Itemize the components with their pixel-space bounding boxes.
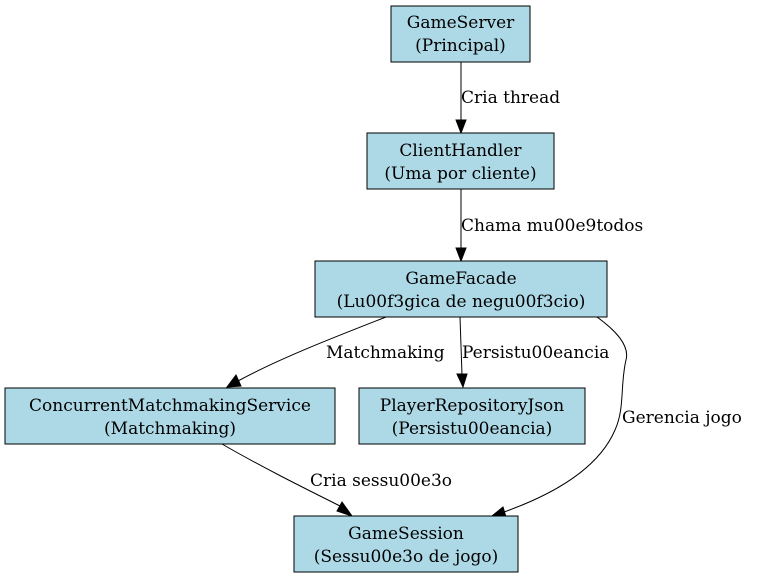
edge-label-persistencia: Persistu00eancia [462,343,609,363]
node-subtitle: (Uma por cliente) [384,164,536,184]
edge-server-to-handler [455,62,467,135]
node-subtitle: (Matchmaking) [104,419,236,439]
edge-label-matchmaking: Matchmaking [326,343,445,363]
edge-matchmaking-to-session [221,443,354,517]
edge-label-cria-sessao: Cria sessu00e3o [310,471,452,491]
edge-label-cria-thread: Cria thread [461,88,560,108]
node-client-handler: ClientHandler (Uma por cliente) [366,132,555,190]
edge-facade-to-repository [456,316,468,389]
node-game-facade: GameFacade (Lu00f3gica de negu00f3cio) [314,260,608,318]
node-title: ConcurrentMatchmakingService [29,396,311,416]
edge-label-chama-metodos: Chama mu00e9todos [461,216,643,236]
node-title: GameSession [348,524,464,544]
node-player-repository: PlayerRepositoryJson (Persistu00eancia) [358,387,586,445]
node-matchmaking-service: ConcurrentMatchmakingService (Matchmakin… [4,387,336,445]
node-title: GameFacade [405,269,516,289]
node-game-session: GameSession (Sessu00e3o de jogo) [293,515,519,573]
edge-handler-to-facade [455,189,467,263]
node-title: ClientHandler [399,141,522,161]
node-title: PlayerRepositoryJson [380,396,565,416]
edge-label-gerencia-jogo: Gerencia jogo [622,408,742,428]
node-subtitle: (Principal) [415,36,506,56]
node-game-server: GameServer (Principal) [390,5,531,63]
node-subtitle: (Sessu00e3o de jogo) [314,547,499,567]
node-title: GameServer [407,13,515,33]
edge-facade-to-matchmaking [225,316,387,388]
node-subtitle: (Persistu00eancia) [392,419,553,439]
node-subtitle: (Lu00f3gica de negu00f3cio) [337,292,586,312]
